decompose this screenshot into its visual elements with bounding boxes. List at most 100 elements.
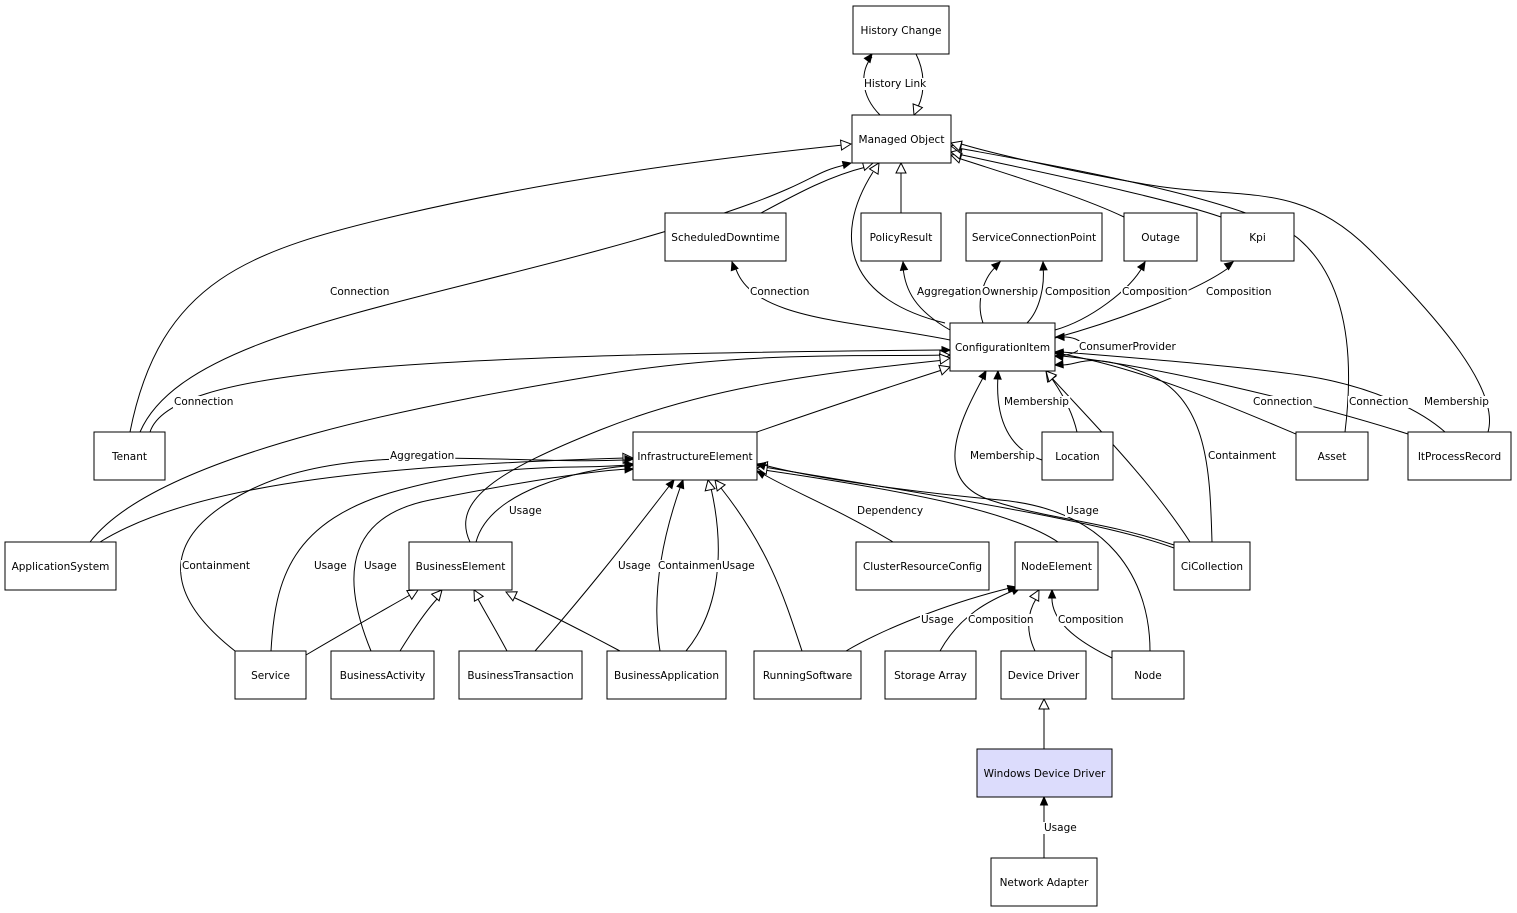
class-node-label: ItProcessRecord [1418,451,1501,463]
class-node-label: Tenant [111,451,147,463]
edge-label-cicollection-ie-usage: Usage [1066,505,1099,517]
class-node-label: Device Driver [1008,670,1080,682]
edge-cicollection-ci-membership [954,369,1175,546]
class-node-node[interactable]: Node [1111,650,1185,700]
edge-label-rs-ne-usage: Usage [921,614,954,626]
edge-label-ci-scp-composition: Composition [1045,286,1111,298]
association-arrowhead [841,160,853,170]
class-node-kpi[interactable]: Kpi [1220,212,1295,262]
edge-tenant-mo-connection [139,160,853,433]
edge-label-background [1205,286,1273,298]
class-node-history-change[interactable]: History Change [852,5,950,55]
class-node-configuration-item[interactable]: ConfigurationItem [949,322,1056,372]
class-node-location[interactable]: Location [1041,431,1114,481]
edge-label-ci-cicollection-containment: Containment [1208,450,1276,462]
generalization-arrowhead [473,589,485,602]
edge-bt-be-generalization [473,589,508,652]
generalization-arrowhead [1028,589,1040,602]
edge-rs-ie-generalization [714,479,803,652]
edge-label-background [863,78,929,90]
generalization-arrowhead [938,353,952,365]
association-arrowhead [1039,795,1049,806]
edge-label-background [749,286,811,298]
class-node-label: ConfigurationItem [955,342,1050,354]
class-node-label: CiCollection [1181,561,1243,573]
edge-label-bt-ie-usage: Usage [618,560,651,572]
edge-bapp-be-generalization [504,591,621,652]
edge-be-ie-usage [475,461,635,543]
edge-label-ci-sd-connection: Connection [750,286,809,298]
edge-label-background [721,560,756,572]
generalization-arrowhead [704,478,716,492]
edge-ci-scp-composition [1026,260,1048,324]
edge-label-background [967,614,1035,626]
class-node-label: BusinessElement [416,561,506,573]
edge-label-cicollection-ci-membership: Membership [970,450,1035,462]
edge-label-background [1065,505,1100,517]
class-node-scheduled-downtime[interactable]: ScheduledDowntime [664,212,787,262]
class-node-label: Storage Array [894,670,967,682]
class-node-managed-object[interactable]: Managed Object [851,114,952,164]
class-node-outage[interactable]: Outage [1123,212,1198,262]
class-node-label: NodeElement [1021,561,1092,573]
class-node-tenant[interactable]: Tenant [93,431,166,481]
edge-label-asset-ci-connection: Connection [1253,396,1312,408]
class-node-business-application[interactable]: BusinessApplication [606,650,727,700]
class-node-application-system[interactable]: ApplicationSystem [4,541,117,591]
class-node-policy-result[interactable]: PolicyResult [860,212,942,262]
edge-ci-outage-composition [1054,260,1146,331]
class-node-service[interactable]: Service [234,650,307,700]
edge-label-bapp-ie-usage: Usage [722,560,755,572]
class-node-label: ClusterResourceConfig [863,561,982,573]
generalization-arrowhead [1045,370,1058,383]
generalization-arrowhead [1038,697,1050,710]
class-node-label: PolicyResult [870,232,933,244]
class-node-windows-device-driver[interactable]: Windows Device Driver [976,748,1113,798]
class-node-ci-collection[interactable]: CiCollection [1173,541,1251,591]
edge-label-background [920,614,955,626]
generalization-arrowhead [406,589,419,601]
generalization-arrowhead [714,479,727,492]
edge-label-background [181,560,251,572]
association-arrowhead [676,478,685,490]
class-node-label: Outage [1141,232,1180,244]
generalization-arrowhead [868,162,880,175]
class-node-cluster-resource-config[interactable]: ClusterResourceConfig [855,541,990,591]
class-node-running-software[interactable]: RunningSoftware [753,650,862,700]
edge-node-ie-usage [755,462,1151,652]
class-node-storage-array[interactable]: Storage Array [884,650,977,700]
class-node-device-driver[interactable]: Device Driver [1000,650,1087,700]
edge-ba-be-generalization [399,589,443,652]
class-node-business-element[interactable]: BusinessElement [408,541,513,591]
edge-tenant-ci-connection [149,345,952,433]
class-node-service-connection-point[interactable]: ServiceConnectionPoint [965,212,1103,262]
association-arrowhead [624,465,635,474]
class-node-business-transaction[interactable]: BusinessTransaction [458,650,583,700]
edge-label-na-wdd-usage: Usage [1044,822,1077,834]
edge-label-history-link: History Link [864,78,927,90]
generalization-arrowhead [430,589,443,602]
class-node-label: RunningSoftware [763,670,852,682]
association-arrowhead [1053,360,1064,369]
generalization-arrowhead [839,139,853,151]
edge-ci-sd-connection [730,260,951,341]
edge-label-background [1423,396,1491,408]
class-node-node-element[interactable]: NodeElement [1014,541,1099,591]
class-node-label: Kpi [1249,232,1265,244]
generalization-arrowhead [912,103,924,117]
edge-label-ci-scp-ownership: Ownership [982,286,1038,298]
edge-label-background [313,560,348,572]
edge-ci-kpi-composition [1054,261,1235,339]
class-node-it-process-record[interactable]: ItProcessRecord [1407,431,1512,481]
class-node-label: BusinessActivity [340,670,426,682]
class-node-network-adapter[interactable]: Network Adapter [990,857,1098,907]
class-node-asset[interactable]: Asset [1295,431,1369,481]
class-node-label: BusinessApplication [614,670,719,682]
class-node-infrastructure-element[interactable]: InfrastructureElement [632,431,758,481]
edge-label-background [981,286,1040,298]
class-node-business-activity[interactable]: BusinessActivity [330,650,435,700]
edge-label-itpr-ci-membership: Membership [1424,396,1489,408]
edge-label-node-ne-composition: Composition [1058,614,1124,626]
edge-label-background [1043,822,1078,834]
